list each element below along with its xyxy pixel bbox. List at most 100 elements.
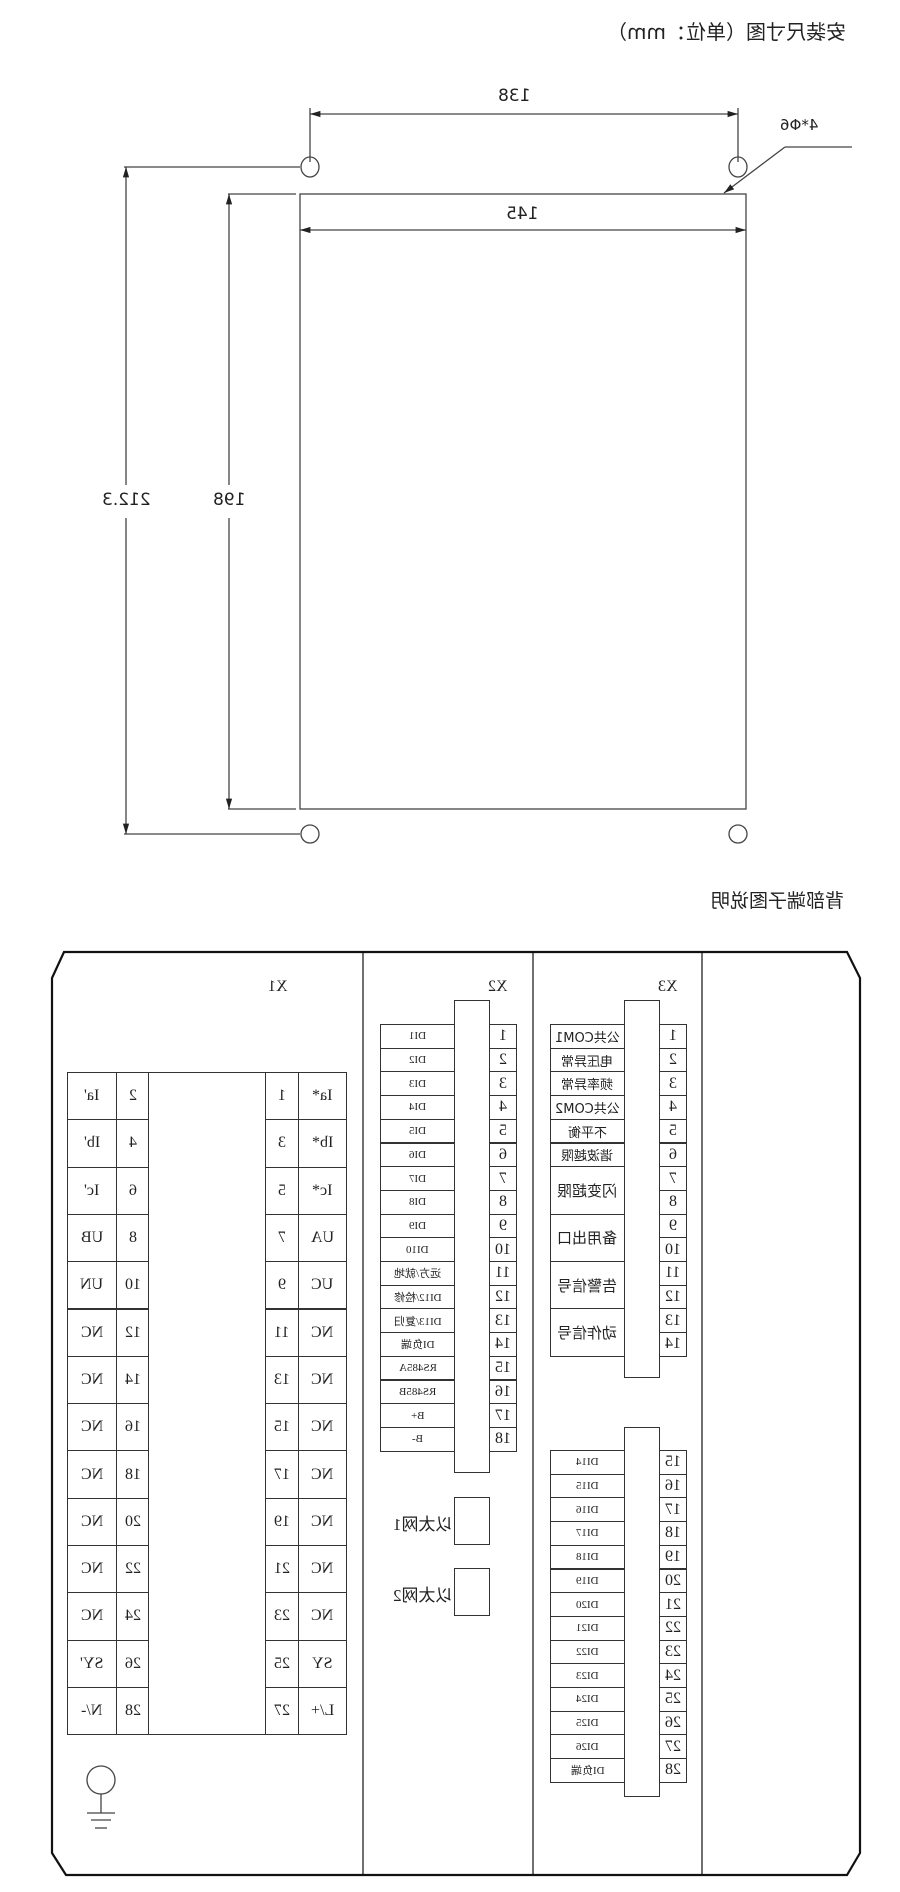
x3-pin-num: 28 [659, 1758, 687, 1783]
x3-pin-num: 26 [659, 1710, 687, 1736]
x3-pin-num: 24 [659, 1663, 687, 1688]
x3-pin-label-text: DI24 [576, 1693, 599, 1706]
x1-odd-label: NC [298, 1592, 347, 1641]
x1-odd-num-text: 21 [274, 1560, 290, 1578]
x3-pin-label-text: DI26 [576, 1740, 599, 1753]
x2-pin-num-text: 3 [499, 1074, 507, 1092]
x1-even-label-text: Ia' [84, 1087, 100, 1105]
x2-pin-num: 18 [489, 1426, 517, 1452]
x3-pin-num-text: 21 [665, 1595, 681, 1613]
x3-pin-num-text: 24 [665, 1666, 681, 1684]
x2-pin-label-text: DI13/复归 [393, 1315, 442, 1328]
x1-odd-label: Ia* [298, 1072, 347, 1121]
x3-pin-label-text: DI17 [576, 1527, 599, 1540]
x3-pin-label-text: DI22 [576, 1645, 599, 1658]
x1-even-label-text: NC [80, 1370, 104, 1388]
x3-pin-label: DI15 [550, 1473, 625, 1499]
x2-pin-num-text: 9 [499, 1216, 507, 1234]
x1-odd-label: SY [298, 1639, 347, 1688]
x3-pin-label-text: DI19 [576, 1574, 599, 1587]
x3-pin-num: 11 [659, 1261, 687, 1286]
x3-pin-label: DI负端 [550, 1758, 625, 1783]
x3-pin-num: 13 [659, 1308, 687, 1334]
x3-pin-label: DI26 [550, 1734, 625, 1760]
x3-pin-label-text: DI21 [576, 1622, 599, 1635]
x2-pin-num-text: 6 [499, 1145, 507, 1163]
x1-odd-label-text: Ic* [312, 1181, 333, 1199]
x3-pin-num-text: 16 [665, 1477, 681, 1495]
x3-pin-num-text: 5 [669, 1122, 677, 1140]
x2-pin-label-text: RS485B [398, 1385, 437, 1398]
x3-pin-num-text: 22 [665, 1619, 681, 1637]
x1-odd-label-text: NC [311, 1465, 334, 1483]
x1-odd-label: NC [298, 1355, 347, 1405]
x1-even-label-text: NC [80, 1512, 104, 1530]
x2-pin-label: DI6 [380, 1142, 455, 1168]
x2-pin-num-text: 17 [495, 1406, 511, 1424]
x1-even-label: NC [67, 1403, 117, 1452]
x1-even-label: NC [67, 1497, 117, 1546]
x2-pin-num-text: 4 [499, 1098, 507, 1116]
x2-pin-num: 13 [489, 1308, 517, 1334]
x3-pin-num-text: 18 [665, 1524, 681, 1542]
x3-pin-num-text: 9 [669, 1216, 677, 1234]
x1-odd-label-text: NC [311, 1323, 334, 1341]
x1-even-label-text: UB [80, 1229, 104, 1247]
x1-even-num: 8 [116, 1213, 149, 1263]
mounting-hole [300, 824, 320, 844]
x2-pin-num: 6 [489, 1142, 517, 1168]
x1-odd-label-text: NC [311, 1607, 334, 1625]
dim-hole-spacing: 138 [494, 86, 534, 106]
x3-pin-num: 21 [659, 1592, 687, 1617]
x1-even-label: UN [67, 1261, 117, 1310]
x3-pin-label: 动作信号 [550, 1308, 625, 1357]
ethernet-port-label: 以太网1 [393, 1510, 453, 1535]
x3-label-text: X3 [658, 978, 678, 995]
x1-odd-label-text: NC [311, 1512, 334, 1530]
dim-total-height: 212.3 [96, 490, 156, 510]
section-title: 背部端子图说明 [711, 886, 844, 913]
x2-pin-num: 2 [489, 1047, 517, 1073]
x1-even-label-text: N/- [81, 1702, 103, 1720]
x3-pin-label-text: 公共COM2 [555, 1101, 620, 1117]
x1-even-label: NC [67, 1308, 117, 1357]
x1-odd-num: 19 [265, 1497, 299, 1546]
x3-pin-num-text: 19 [665, 1548, 681, 1566]
x1-odd-num: 9 [265, 1261, 299, 1310]
x1-even-num: 4 [116, 1119, 149, 1168]
x3-pin-num-text: 7 [669, 1169, 677, 1187]
x2-pin-label: DI1 [380, 1024, 455, 1049]
x1-even-label: NC [67, 1545, 117, 1594]
x2-pin-label: DI8 [380, 1189, 455, 1215]
ethernet-port-label-text: 以太网2 [392, 1586, 453, 1605]
x2-pin-label: DI4 [380, 1095, 455, 1120]
x2-pin-label: DI2 [380, 1047, 455, 1073]
ethernet-port-label: 以太网2 [393, 1581, 453, 1606]
x1-odd-num-text: 3 [278, 1134, 286, 1152]
x2-pin-label: DI7 [380, 1166, 455, 1191]
dim-hole-spacing-text: 138 [497, 86, 531, 106]
x2-pin-label-text: DI4 [408, 1101, 427, 1114]
x2-pin-label-text: DI2 [408, 1054, 427, 1067]
x2-pin-num: 3 [489, 1071, 517, 1097]
x2-pin-num-text: 15 [495, 1359, 511, 1377]
x3-pin-label: DI25 [550, 1710, 625, 1736]
x1-even-num-text: 6 [128, 1181, 137, 1199]
x3-pin-label-text: 备用出口 [557, 1229, 618, 1248]
x3-pin-label: 公共COM1 [550, 1024, 625, 1049]
x1-even-label-text: NC [80, 1418, 104, 1436]
x3-pin-label: 不平衡 [550, 1118, 625, 1144]
ethernet-port-label-text: 以太网1 [392, 1515, 453, 1534]
page-title-text: 安装尺寸图（单位：mm） [607, 20, 846, 44]
x1-even-num: 14 [116, 1355, 149, 1405]
ethernet-port [454, 1568, 490, 1616]
x2-pin-label: DI负端 [380, 1332, 455, 1357]
x3-pin-num-text: 8 [669, 1193, 677, 1211]
x1-odd-label: NC [298, 1403, 347, 1452]
x2-pin-label-text: DI3 [408, 1077, 427, 1090]
x3-pin-label: DI22 [550, 1639, 625, 1665]
x2-pin-label-text: DI1 [408, 1030, 427, 1043]
x2-pin-num: 7 [489, 1166, 517, 1191]
x2-pin-label-text: DI6 [408, 1148, 427, 1161]
x2-pin-num: 8 [489, 1189, 517, 1215]
